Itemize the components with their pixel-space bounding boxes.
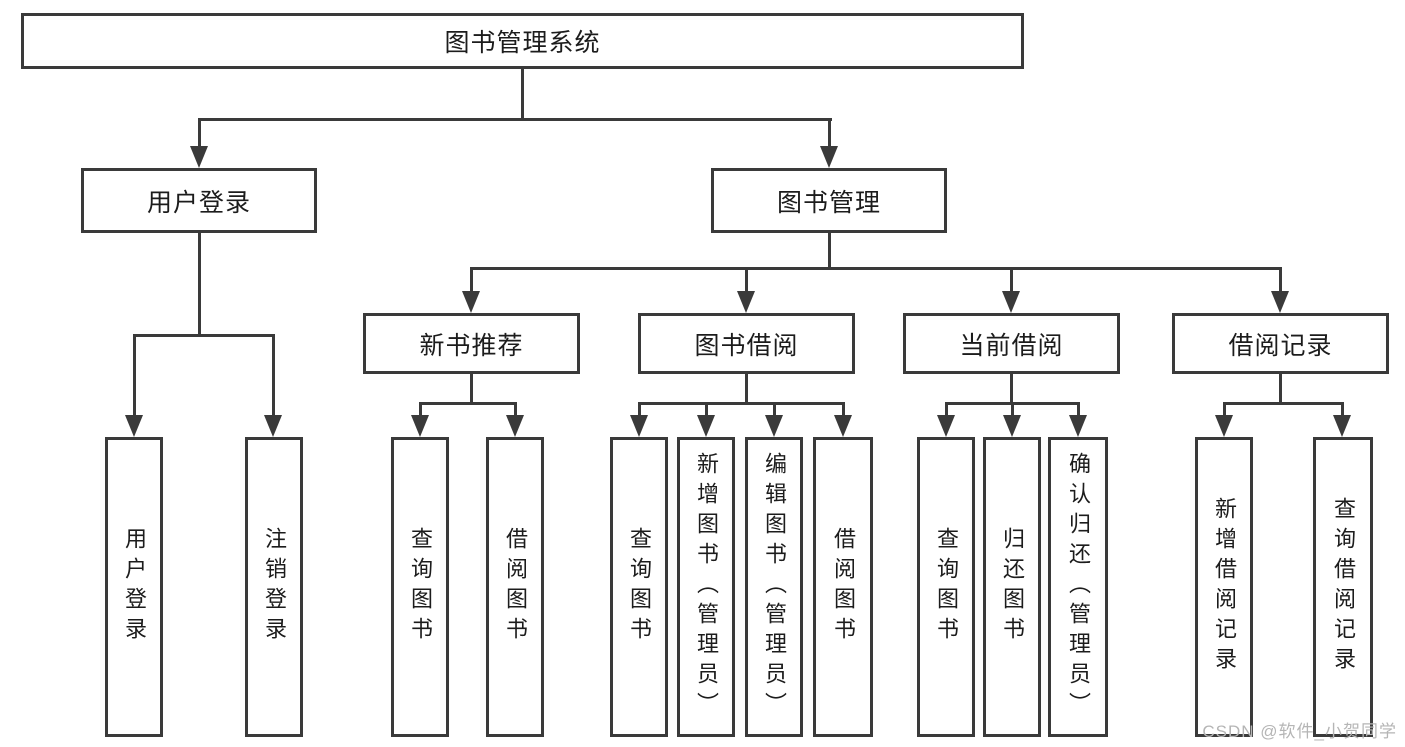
- leaf-borrow-book-1: 借阅图书: [486, 437, 544, 737]
- connector-vline: [1010, 267, 1013, 293]
- arrow-down-icon: [1003, 415, 1021, 437]
- connector-vline: [1279, 372, 1282, 405]
- arrow-down-icon: [506, 415, 524, 437]
- node-book-borrow: 图书借阅: [638, 313, 855, 374]
- node-borrow-records-label: 借阅记录: [1228, 331, 1333, 360]
- leaf-borrow-book-2: 借阅图书: [813, 437, 873, 737]
- leaf-query-book-3-label: 查询图书: [934, 527, 959, 647]
- arrow-down-icon: [765, 415, 783, 437]
- connector-vline: [272, 334, 275, 417]
- arrow-down-icon: [697, 415, 715, 437]
- connector-vline: [514, 402, 517, 417]
- connector-vline: [198, 231, 201, 337]
- connector-vline: [1011, 402, 1014, 417]
- connector-hline: [198, 118, 832, 121]
- connector-vline: [705, 402, 708, 417]
- leaf-return-book-label: 归还图书: [1000, 527, 1025, 647]
- connector-hline: [133, 334, 275, 337]
- leaf-confirm-return-admin: 确认归还（管理员）: [1048, 437, 1108, 737]
- connector-vline: [828, 118, 831, 148]
- leaf-borrow-book-1-label: 借阅图书: [503, 527, 528, 647]
- leaf-query-book-1-label: 查询图书: [408, 527, 433, 647]
- leaf-logout: 注销登录: [245, 437, 303, 737]
- connector-vline: [470, 372, 473, 405]
- connector-vline: [419, 402, 422, 417]
- connector-vline: [1279, 267, 1282, 293]
- arrow-down-icon: [1002, 291, 1020, 313]
- leaf-user-login-label: 用户登录: [122, 527, 147, 647]
- connector-hline: [638, 402, 845, 405]
- node-book-management-label: 图书管理: [776, 188, 881, 217]
- arrow-down-icon: [1271, 291, 1289, 313]
- arrow-down-icon: [737, 291, 755, 313]
- arrow-down-icon: [1069, 415, 1087, 437]
- arrow-down-icon: [190, 146, 208, 168]
- leaf-confirm-return-admin-label: 确认归还（管理员）: [1066, 452, 1091, 722]
- leaf-query-borrow-record: 查询借阅记录: [1313, 437, 1373, 737]
- leaf-add-book-admin-label: 新增图书（管理员）: [694, 452, 719, 722]
- connector-vline: [945, 402, 948, 417]
- connector-vline: [842, 402, 845, 417]
- leaf-add-borrow-record-label: 新增借阅记录: [1212, 497, 1237, 677]
- watermark: CSDN @软件_小贺同学: [1202, 722, 1397, 741]
- node-book-borrow-label: 图书借阅: [694, 331, 799, 360]
- leaf-query-borrow-record-label: 查询借阅记录: [1331, 497, 1356, 677]
- connector-vline: [773, 402, 776, 417]
- arrow-down-icon: [630, 415, 648, 437]
- connector-vline: [133, 334, 136, 417]
- node-user-login: 用户登录: [81, 168, 317, 233]
- leaf-user-login: 用户登录: [105, 437, 163, 737]
- leaf-add-borrow-record: 新增借阅记录: [1195, 437, 1253, 737]
- connector-vline: [1341, 402, 1344, 417]
- connector-vline: [521, 67, 524, 121]
- leaf-query-book-2-label: 查询图书: [627, 527, 652, 647]
- arrow-down-icon: [1215, 415, 1233, 437]
- node-user-login-label: 用户登录: [146, 188, 251, 217]
- connector-vline: [1223, 402, 1226, 417]
- connector-vline: [198, 118, 201, 148]
- arrow-down-icon: [937, 415, 955, 437]
- leaf-query-book-1: 查询图书: [391, 437, 449, 737]
- leaf-logout-label: 注销登录: [262, 527, 287, 647]
- node-root-label: 图书管理系统: [444, 29, 601, 57]
- connector-hline: [470, 267, 1281, 270]
- node-root: 图书管理系统: [21, 13, 1024, 69]
- connector-vline: [828, 231, 831, 270]
- node-new-book-recommend-label: 新书推荐: [419, 331, 524, 360]
- connector-vline: [1077, 402, 1080, 417]
- leaf-edit-book-admin-label: 编辑图书（管理员）: [762, 452, 787, 722]
- arrow-down-icon: [820, 146, 838, 168]
- arrow-down-icon: [264, 415, 282, 437]
- leaf-add-book-admin: 新增图书（管理员）: [677, 437, 735, 737]
- leaf-query-book-3: 查询图书: [917, 437, 975, 737]
- arrow-down-icon: [411, 415, 429, 437]
- leaf-return-book: 归还图书: [983, 437, 1041, 737]
- node-borrow-records: 借阅记录: [1172, 313, 1389, 374]
- arrow-down-icon: [125, 415, 143, 437]
- connector-vline: [638, 402, 641, 417]
- connector-vline: [1010, 372, 1013, 405]
- node-current-borrow-label: 当前借阅: [959, 331, 1064, 360]
- node-current-borrow: 当前借阅: [903, 313, 1120, 374]
- node-book-management: 图书管理: [711, 168, 947, 233]
- arrow-down-icon: [1333, 415, 1351, 437]
- connector-vline: [470, 267, 473, 293]
- leaf-edit-book-admin: 编辑图书（管理员）: [745, 437, 803, 737]
- connector-hline: [419, 402, 517, 405]
- connector-vline: [745, 372, 748, 405]
- leaf-query-book-2: 查询图书: [610, 437, 668, 737]
- connector-hline: [1223, 402, 1343, 405]
- node-new-book-recommend: 新书推荐: [363, 313, 580, 374]
- connector-vline: [745, 267, 748, 293]
- arrow-down-icon: [462, 291, 480, 313]
- leaf-borrow-book-2-label: 借阅图书: [831, 527, 856, 647]
- arrow-down-icon: [834, 415, 852, 437]
